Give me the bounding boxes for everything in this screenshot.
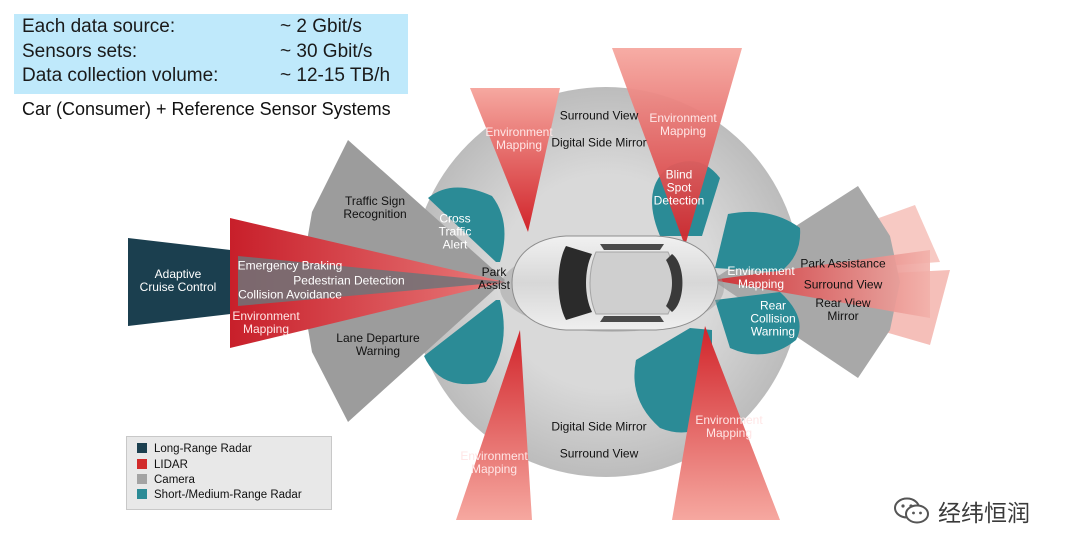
- legend-label: Short-/Medium-Range Radar: [154, 489, 302, 501]
- label-rear-view-mirror: Rear View Mirror: [815, 296, 871, 323]
- stat-value: ~ 30 Gbit/s: [280, 41, 373, 62]
- label-park-assistance: Park Assistance: [800, 256, 886, 271]
- car-illustration: [500, 235, 724, 332]
- legend-swatch: [137, 474, 147, 484]
- lidar-top-right: [612, 48, 742, 246]
- short-radar-rear-upper: [715, 211, 801, 272]
- car-windshield: [558, 246, 592, 320]
- lidar-bottom-right: [672, 326, 780, 520]
- camera-front-beam: [238, 256, 505, 306]
- stat-row: Each data source: ~ 2 Gbit/s: [22, 16, 362, 38]
- short-radar-front-upper: [428, 187, 505, 262]
- legend-item: Long-Range Radar: [137, 443, 252, 455]
- label-lane-departure-warning: Lane Departure Warning: [336, 331, 420, 358]
- short-radar-front-lower: [424, 300, 504, 385]
- lidar-rear: [712, 250, 930, 318]
- label-blind-spot-detection: Blind Spot Detection: [653, 167, 705, 208]
- stat-row: Data collection volume: ~ 12-15 TB/h: [22, 65, 390, 87]
- car-rear-window: [666, 254, 683, 312]
- label-environment-mapping-top-right: Environment Mapping: [649, 111, 717, 138]
- label-emergency-braking: Emergency Braking: [237, 258, 343, 273]
- watermark-text: 经纬恒润: [938, 500, 1030, 526]
- data-rate-stats-box: Each data source: ~ 2 Gbit/s Sensors set…: [14, 14, 408, 94]
- label-traffic-sign-recognition: Traffic Sign Recognition: [343, 194, 407, 221]
- label-environment-mapping-bottom-right: Environment Mapping: [695, 413, 763, 440]
- watermark: 经纬恒润: [892, 495, 1030, 527]
- legend: Long-Range Radar LIDAR Camera Short-/Med…: [126, 436, 332, 510]
- label-environment-mapping-top-left: Environment Mapping: [485, 125, 553, 152]
- lidar-bottom-left: [456, 330, 532, 520]
- stat-label: Each data source:: [22, 16, 176, 37]
- label-environment-mapping-front: Environment Mapping: [232, 309, 300, 336]
- label-surround-view-bottom: Surround View: [559, 446, 639, 461]
- legend-label: Long-Range Radar: [154, 443, 252, 455]
- legend-label: LIDAR: [154, 459, 188, 471]
- legend-item: Camera: [137, 474, 195, 486]
- label-adaptive-cruise-control: Adaptive Cruise Control: [139, 267, 217, 294]
- label-surround-view-top: Surround View: [559, 108, 639, 123]
- legend-swatch: [137, 489, 147, 499]
- label-collision-avoidance: Collision Avoidance: [238, 287, 342, 302]
- stat-label: Data collection volume:: [22, 65, 219, 86]
- label-pedestrian-detection: Pedestrian Detection: [293, 273, 405, 288]
- label-cross-traffic-alert: Cross Traffic Alert: [438, 211, 472, 252]
- label-environment-mapping-rear: Environment Mapping: [727, 264, 795, 291]
- legend-swatch: [137, 459, 147, 469]
- stat-value: ~ 12-15 TB/h: [280, 65, 391, 86]
- legend-swatch: [137, 443, 147, 453]
- label-surround-view-rear: Surround View: [803, 277, 883, 292]
- label-park-assist: Park Assist: [477, 265, 511, 292]
- diagram-caption: Car (Consumer) + Reference Sensor System…: [22, 99, 391, 119]
- stat-label: Sensors sets:: [22, 41, 138, 62]
- label-digital-side-mirror-top: Digital Side Mirror: [551, 135, 647, 150]
- label-rear-collision-warning: Rear Collision Warning: [750, 298, 796, 339]
- car-side-window-bottom: [600, 316, 664, 322]
- legend-item: Short-/Medium-Range Radar: [137, 489, 302, 501]
- wechat-icon: [894, 497, 929, 524]
- stat-row: Sensors sets: ~ 30 Gbit/s: [22, 41, 372, 63]
- label-digital-side-mirror-bottom: Digital Side Mirror: [551, 419, 647, 434]
- legend-label: Camera: [154, 474, 195, 486]
- label-environment-mapping-bottom-left: Environment Mapping: [460, 449, 528, 476]
- lidar-top-left: [470, 88, 560, 232]
- car-roof: [589, 251, 675, 315]
- legend-item: LIDAR: [137, 459, 188, 471]
- stat-value: ~ 2 Gbit/s: [280, 16, 362, 37]
- car-side-window-top: [600, 244, 664, 250]
- short-radar-rear-lower: [715, 292, 800, 355]
